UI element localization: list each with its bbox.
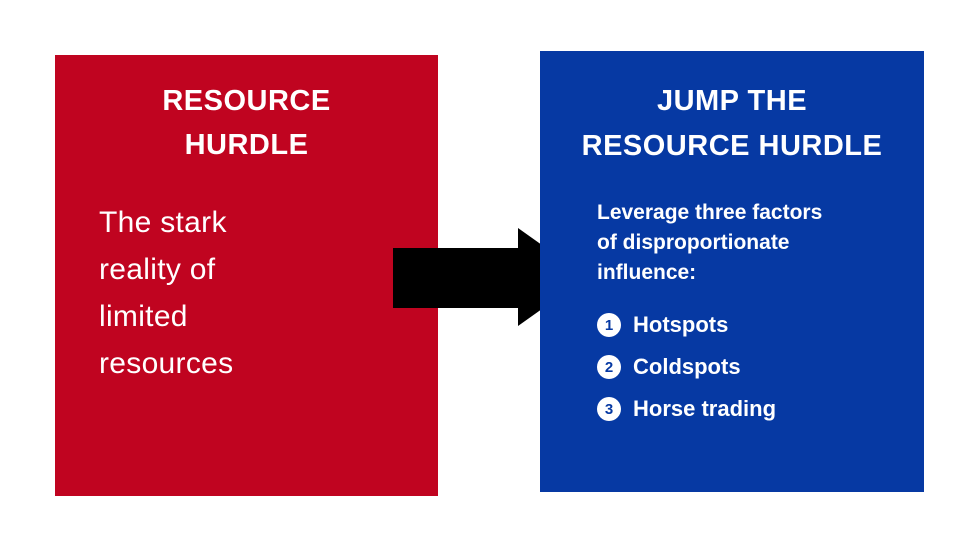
right-title-line-2: RESOURCE HURDLE [581,130,883,162]
left-box-title: RESOURCE HURDLE [55,79,438,167]
right-title-line-1: JUMP THE [656,85,808,117]
left-body-line-1: The stark [99,206,227,239]
left-title-line-1: RESOURCE [162,85,331,117]
left-body-line-4: resources [99,347,234,380]
step-3-badge: 3 [597,397,621,421]
left-title-line-2: HURDLE [184,129,309,161]
right-box-body-text: Leverage three factors of disproportiona… [597,198,822,288]
left-body-line-3: limited [99,300,188,333]
right-body-line-1: Leverage three factors [597,201,823,224]
list-item-label: Coldspots [633,354,741,379]
right-body-line-3: influence: [597,261,697,284]
list-item-coldspots: 2 Coldspots [597,346,776,388]
right-arrow-icon [393,228,587,326]
step-2-badge: 2 [597,355,621,379]
factors-list: 1 Hotspots 2 Coldspots 3 Horse trading [597,304,776,430]
jump-resource-hurdle-box: JUMP THE RESOURCE HURDLE Leverage three … [540,51,924,492]
list-item-label: Horse trading [633,396,777,421]
list-item-horse-trading: 3 Horse trading [597,388,776,430]
left-box-body-text: The stark reality of limited resources [99,199,233,387]
list-item-hotspots: 1 Hotspots [597,304,776,346]
step-1-badge: 1 [597,313,621,337]
left-body-line-2: reality of [99,253,216,286]
resource-hurdle-box: RESOURCE HURDLE The stark reality of lim… [55,55,438,496]
right-box-title: JUMP THE RESOURCE HURDLE [540,79,924,169]
list-item-label: Hotspots [633,312,729,337]
right-body-line-2: of disproportionate [597,231,790,254]
